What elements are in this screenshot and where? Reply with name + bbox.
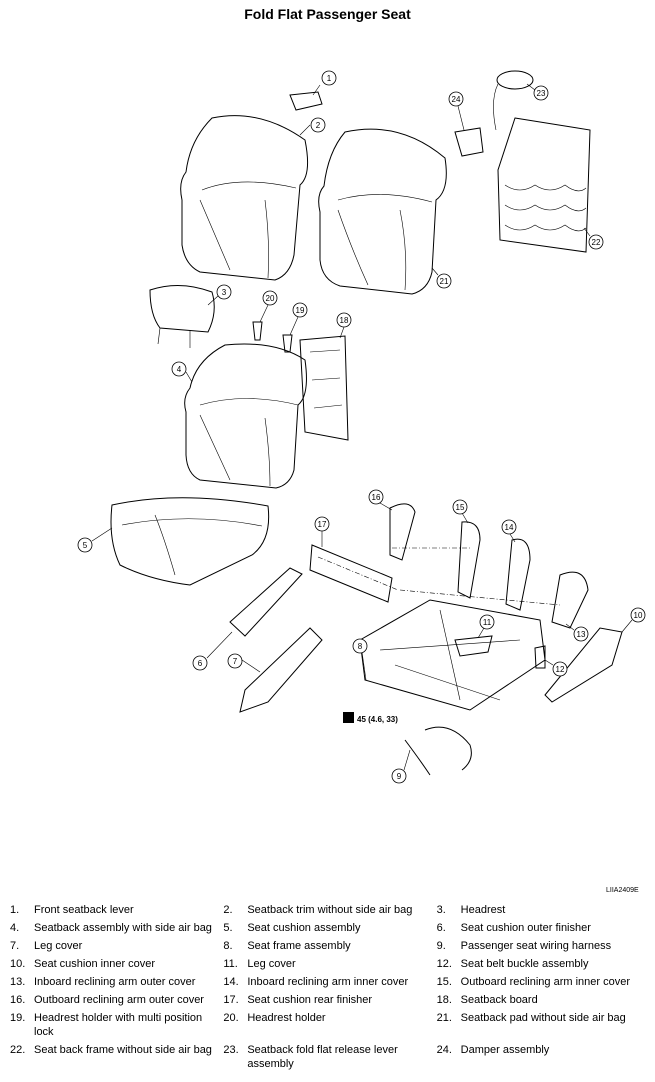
seat-cushion-inner-cover bbox=[544, 627, 623, 703]
seatback-pad bbox=[318, 128, 447, 295]
seat-frame-assembly bbox=[359, 599, 546, 711]
legend-item: 5.Seat cushion assembly bbox=[223, 922, 361, 934]
passenger-seat-wiring-harness bbox=[404, 726, 472, 776]
legend-item: 19.Headrest holder with multi position l… bbox=[10, 1012, 203, 1038]
legend-item: 21.Seatback pad without side air bag bbox=[436, 1012, 626, 1024]
legend-item: 8.Seat frame assembly bbox=[223, 940, 351, 952]
headrest-holder bbox=[252, 321, 263, 341]
inboard-reclining-arm-inner-cover bbox=[505, 538, 531, 611]
parts-legend: 1.Front seatback lever 2.Seatback trim w… bbox=[10, 903, 650, 1075]
legend-item: 7.Leg cover bbox=[10, 940, 83, 952]
damper-assembly bbox=[454, 127, 484, 157]
seat-cushion-assembly bbox=[110, 497, 270, 586]
legend-item: 16.Outboard reclining arm outer cover bbox=[10, 994, 204, 1006]
legend-item: 15.Outboard reclining arm inner cover bbox=[436, 976, 631, 988]
seat-cushion-outer-finisher bbox=[229, 567, 303, 637]
legend-item: 14.Inboard reclining arm inner cover bbox=[223, 976, 409, 988]
legend-item: 9.Passenger seat wiring harness bbox=[436, 940, 612, 952]
legend-item: 11.Leg cover bbox=[223, 958, 296, 970]
legend-item: 10.Seat cushion inner cover bbox=[10, 958, 156, 970]
legend-item: 12.Seat belt buckle assembly bbox=[436, 958, 589, 970]
legend-item: 18.Seatback board bbox=[436, 994, 538, 1006]
legend-item: 22.Seat back frame without side air bag bbox=[10, 1044, 212, 1056]
legend-item: 24.Damper assembly bbox=[436, 1044, 550, 1056]
inboard-reclining-arm-outer-cover bbox=[551, 571, 589, 629]
headrest bbox=[149, 284, 215, 333]
seatback-frame bbox=[497, 117, 591, 253]
torque-icon bbox=[343, 712, 354, 723]
leg-cover-11 bbox=[454, 635, 493, 657]
legend-item: 4.Seatback assembly with side air bag bbox=[10, 922, 212, 934]
figure-code: LIIA2409E bbox=[606, 887, 639, 894]
legend-item: 23.Seatback fold flat release lever asse… bbox=[223, 1044, 398, 1070]
release-lever-assembly bbox=[496, 70, 534, 90]
legend-item: 3.Headrest bbox=[436, 904, 506, 916]
exploded-view-diagram bbox=[110, 70, 623, 776]
front-seatback-lever bbox=[289, 91, 323, 111]
page-title: Fold Flat Passenger Seat bbox=[244, 6, 411, 22]
legend-item: 13.Inboard reclining arm outer cover bbox=[10, 976, 196, 988]
legend-item: 1.Front seatback lever bbox=[10, 904, 134, 916]
leg-cover-7 bbox=[239, 627, 323, 713]
seatback-board bbox=[299, 335, 349, 441]
seatback-assembly bbox=[184, 343, 307, 489]
outboard-reclining-arm-outer-cover bbox=[389, 503, 416, 561]
seat-cushion-rear-finisher bbox=[309, 544, 393, 603]
seatback-trim bbox=[180, 115, 309, 281]
legend-item: 2.Seatback trim without side air bag bbox=[223, 904, 413, 916]
legend-item: 20.Headrest holder bbox=[223, 1012, 326, 1024]
legend-item: 17.Seat cushion rear finisher bbox=[223, 994, 373, 1006]
headrest-holder-multi-lock bbox=[282, 334, 293, 353]
legend-item: 6.Seat cushion outer finisher bbox=[436, 922, 591, 934]
outboard-reclining-arm-inner-cover bbox=[457, 521, 481, 599]
seat-belt-buckle bbox=[534, 645, 546, 669]
